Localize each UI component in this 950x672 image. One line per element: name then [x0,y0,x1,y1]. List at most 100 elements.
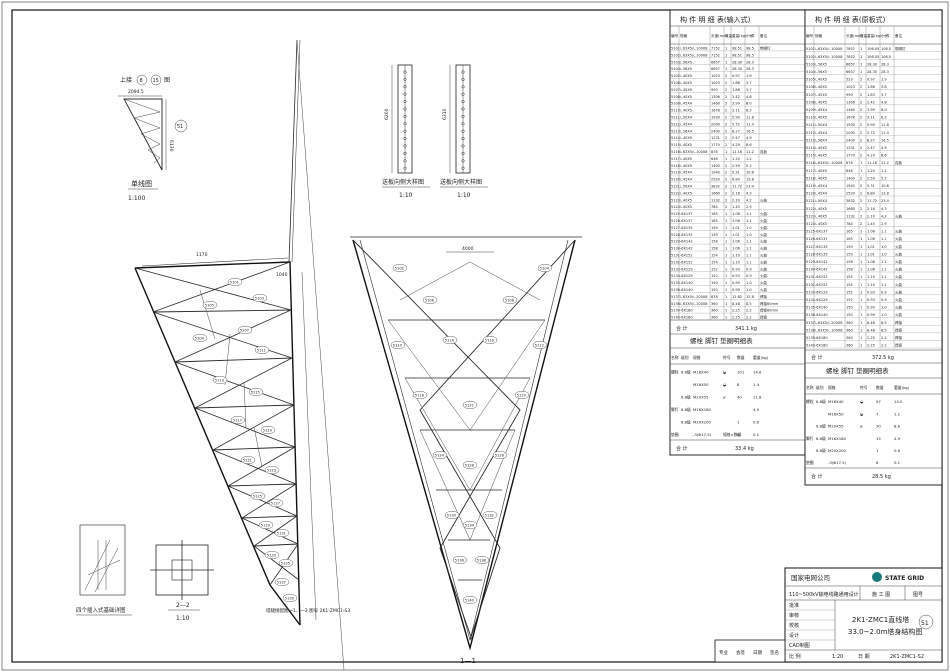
bolt-cell: M16X50 [693,382,709,387]
upper-ref-circle-a [136,74,148,86]
table-cell: 1 [860,245,862,249]
table-cell: 165 [846,237,853,241]
table-cell: 0.99 [867,313,875,317]
bolt-hole [403,92,407,96]
table-cell: 2 [860,207,862,211]
table-cell: 2.59 [732,164,740,168]
role-label: 校核 [789,622,799,629]
table-cell: ∟45X4 [680,102,693,106]
right-total-value: 372.5 kg [872,355,894,361]
table-cell: 2 [860,108,862,112]
bolt-cell: 15 [876,436,881,441]
table-cell: 11.18 [867,161,877,165]
table-cell: 360 [711,302,718,306]
member-tag: 5119 [263,428,273,432]
bolt-hole [403,100,407,104]
table-cell: 4.8 [746,95,752,99]
table-cell: 1.1 [881,260,887,264]
bolt-hole [461,77,465,81]
table-cell: 5.90 [732,116,740,120]
table-cell: 2 [860,138,862,142]
table-cell: 1023 [711,81,720,85]
bolt-cell: 6.8级 [681,407,691,412]
table-cell: 1 [860,321,862,325]
table-cell: 360 [846,321,853,325]
table-cell: 1.20 [867,169,875,173]
table-cell: -6X129 [815,290,828,294]
table-cell: 2.47 [867,146,875,150]
detail-a-scale: 1:10 [399,192,413,199]
company-name: 国家电网公司 [791,573,830,582]
bolt-cell: 40 [737,395,742,400]
table-cell: ∟40X5 [815,176,827,180]
bolt-cell: 0.1 [753,432,760,437]
table-cell: 焊接 [760,294,768,299]
table-cell: ∟45X4 [680,178,693,182]
member-tag: 5123 [267,468,276,472]
member-tag: 5108 [505,298,515,302]
front-upper-leg [288,39,298,263]
table-cell: 3.8 [881,85,887,89]
bolt-cell: 14.6 [753,370,762,375]
table-cell: 2 [725,116,727,120]
table-cell: -6X137 [680,219,693,223]
overview-scale: 1:100 [128,195,145,202]
table-cell: 5130 [806,268,815,272]
table-cell: 1 [725,274,727,278]
table-cell: 2.25 [732,316,740,320]
table-cell: 1 [725,316,727,320]
table-cell: 0.99 [732,281,740,285]
table-cell: 5118 [671,164,680,168]
table-cell: 2 [860,184,862,188]
left-member-table: 构 件 明 细 表(输入式) 编号规格长度(mm)数量重量(kg) 一件小计备注… [669,9,806,456]
table-cell: 2 [725,88,727,92]
bolt-hole [461,129,465,133]
table-cell: 2.9 [881,222,887,226]
table-cell: 3832 [846,199,855,203]
bolt-hole [403,70,407,74]
member-tag: 5134 [465,523,475,527]
member-tag: 5101 [230,280,239,284]
table-cell: 2.42 [732,95,740,99]
right-bolt-table-title: 螺栓 脚钉 垫圈明细表 [826,366,889,375]
table-cell: 28.30 [732,60,742,64]
table-cell: 360 [711,316,718,320]
table-cell: 1.01 [867,252,875,256]
table-cell: 0.9 [881,290,887,294]
table-cell: 5114 [806,146,816,150]
member-tag: 5124 [435,453,445,457]
table-cell: 1.10 [732,254,740,258]
table-cell: 3.99 [732,102,740,106]
table-cell: 5138 [671,302,680,306]
table-cell: -6X135 [680,233,693,237]
bolt-cell: 垫圈 [806,460,814,465]
table-cell: 5124 [806,222,816,226]
table-cell: ∟40X5 [680,95,692,99]
table-cell: 1 [725,47,727,51]
front-dim-1170: 1170 [196,252,208,258]
table-cell: -6X129 [680,274,693,278]
bolt-cell: 垫圈 [671,432,679,437]
table-cell: ∟63X5/∟100X8 [815,55,842,59]
table-cell: 1 [725,60,727,64]
table-cell: 646 [711,157,718,161]
table-cell: 1 [725,281,727,285]
detail-view-a: 6200 送板向侧大样图 1:10 [382,64,430,199]
member-tag: 5102 [395,266,404,270]
table-cell: ∟40X5 [815,78,827,82]
bolt-cell: ◒ [860,399,864,404]
table-cell: 5.2 [746,164,752,168]
table-cell: -6X140 [680,281,693,285]
footer-cell: 日期 [753,650,762,656]
bolt-hole [403,144,407,148]
table-cell: ∟45X5 [680,88,692,92]
table-cell: 1.45 [867,222,875,226]
